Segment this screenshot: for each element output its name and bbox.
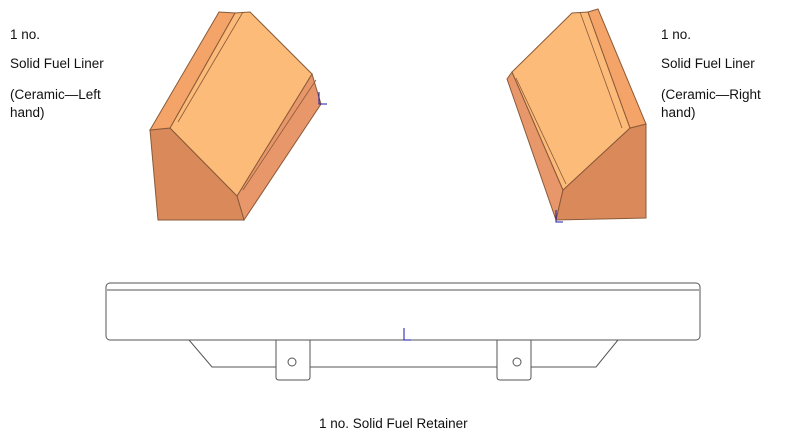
left-liner-ridge-2: [242, 79, 317, 191]
left-liner-ridge: [177, 11, 244, 123]
left-liner-name: Solid Fuel Liner: [10, 56, 104, 71]
right-liner-name: Solid Fuel Liner: [661, 56, 755, 71]
retainer-bolt-hole-right: [512, 357, 522, 367]
left-liner-bevel: [149, 11, 236, 131]
right-liner-qty: 1 no.: [661, 27, 692, 42]
left-liner-qty: 1 no.: [10, 27, 41, 42]
right-liner-bevel: [587, 8, 647, 129]
left-ceramic-liner: [149, 11, 327, 222]
left-liner-spec-line2: hand): [10, 105, 45, 120]
right-liner-ridge: [579, 11, 623, 129]
retainer-axis-marker: [403, 328, 411, 341]
right-ceramic-liner: [506, 8, 647, 223]
left-liner-spec-line1: (Ceramic—Left: [10, 87, 101, 102]
retainer-bolt-hole-left: [287, 357, 297, 367]
right-liner-spec-line2: hand): [661, 105, 696, 120]
left-axis-marker: [318, 92, 327, 105]
retainer-bar: [105, 282, 701, 341]
right-axis-marker: [555, 210, 563, 223]
retainer-caption: 1 no. Solid Fuel Retainer: [319, 416, 468, 431]
retainer-lower-tray: [187, 339, 620, 368]
solid-fuel-retainer: [105, 282, 701, 381]
right-liner-ridge-2: [515, 77, 567, 185]
right-liner-spec-line1: (Ceramic—Right: [661, 87, 761, 102]
